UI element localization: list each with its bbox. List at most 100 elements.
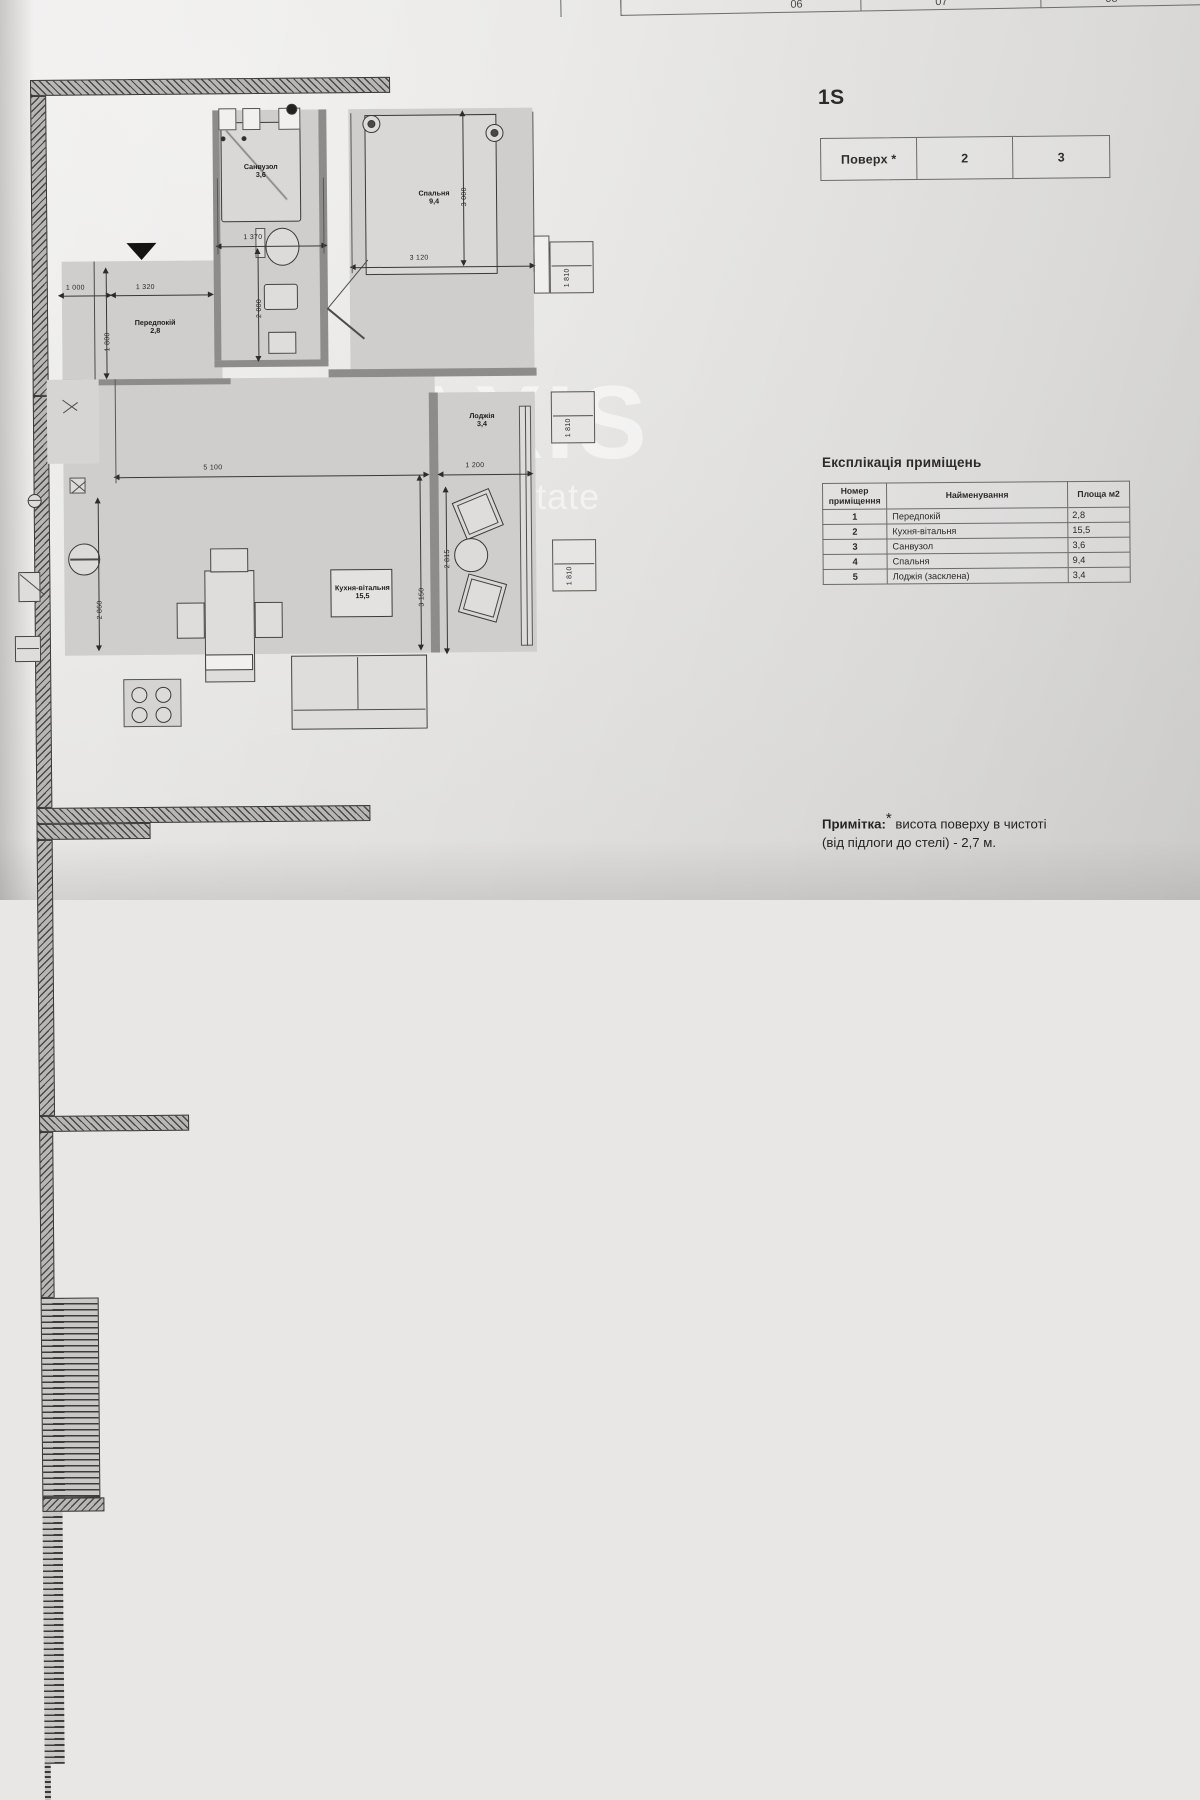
stove-burner-4 — [155, 706, 172, 723]
note-line-2: (від підлоги до стелі) - 2,7 м. — [822, 835, 997, 851]
dim-arrow-right — [527, 470, 534, 477]
row-name: Санвузол — [886, 537, 1069, 554]
row-name: Лоджія (засклена) — [887, 567, 1069, 584]
chair-left — [176, 602, 205, 639]
bath-fixture-dot-2 — [241, 136, 247, 142]
striped-partition — [42, 1511, 65, 1764]
stair-zone — [40, 1297, 101, 1498]
dimtext-bath-height: 2 000 — [255, 298, 264, 319]
bath-shelf-2 — [242, 107, 261, 131]
dim-arrow-up — [442, 486, 449, 493]
dimtext-entry-small: 1 000 — [65, 284, 85, 292]
dimtext-window-1: 1 810 — [563, 268, 571, 288]
row-area: 3,6 — [1067, 537, 1131, 553]
room-label-loggia: Лоджія 3,4 — [451, 411, 513, 430]
row-name: Передпокій — [886, 507, 1068, 524]
dim-arrow-left — [57, 292, 64, 299]
ceiling-fixture-bath — [286, 103, 298, 115]
photo-shadow-bottom — [0, 840, 1200, 900]
bath-fixture-dot-1 — [220, 136, 226, 142]
stove-burner-3 — [131, 706, 148, 724]
dimtext-bath-width: 1 370 — [243, 233, 263, 242]
col-header-name: Найменування — [886, 481, 1068, 509]
stove — [123, 678, 182, 728]
right-edge-strip — [44, 1763, 53, 1800]
note-line-1: Примітка:* висота поверху в чистоті — [822, 808, 1162, 834]
dim-arrow-down — [95, 645, 102, 652]
row-area: 9,4 — [1068, 552, 1131, 568]
top-strip-cell-07: 07 — [935, 0, 948, 9]
note-text-1: висота поверху в чистоті — [891, 816, 1047, 832]
sink — [263, 283, 299, 310]
sofa — [291, 654, 428, 730]
floor-table: Поверх * 2 3 — [820, 134, 1111, 181]
dimtext-bedroom-height: 3 000 — [460, 187, 469, 207]
stair-zone-top-wall — [42, 1497, 105, 1512]
dim-arrow-down — [443, 648, 451, 655]
dimtext-kitchen-height: 2 860 — [96, 600, 104, 620]
room-label-loggia-area: 3,4 — [476, 419, 488, 429]
row-area: 3,4 — [1068, 567, 1131, 583]
dimtext-kitchen-right: 3 150 — [418, 587, 426, 607]
dim-arrow-up — [459, 110, 466, 117]
room-label-bath: Санвузол 3,6 — [229, 162, 293, 181]
wall-hall-right — [39, 1131, 55, 1298]
wall-bottom — [36, 805, 371, 824]
wall-bottom-right — [36, 822, 151, 840]
dimtext-hall-height: 1 800 — [104, 332, 112, 352]
wall-right-upper — [30, 95, 49, 396]
dimtext-loggia-width: 1 200 — [465, 462, 485, 470]
dimtext-window-3: 1 810 — [566, 566, 574, 586]
balcony-door-kitchen — [205, 654, 254, 671]
floor-plan-drawing: Спальня 9,4 Санвузол 3,6 Передпокій 2,8 — [14, 75, 597, 1800]
witness-line-2 — [532, 111, 535, 272]
row-name: Кухня-вітальня — [886, 522, 1068, 539]
dim-arrow-right — [207, 291, 214, 298]
row-name: Спальня — [887, 552, 1069, 569]
entrance-marker-icon — [126, 242, 157, 261]
plan-code-title: 1S — [818, 86, 845, 109]
col-header-area: Площа м2 — [1067, 481, 1130, 508]
row-area: 2,8 — [1067, 507, 1130, 523]
room-label-bath-area: 3,6 — [255, 170, 266, 180]
room-label-bedroom: Спальня 9,4 — [399, 188, 469, 207]
bedroom-window — [533, 235, 550, 294]
chair-right — [254, 601, 283, 639]
chair-top — [210, 548, 249, 573]
wall-top — [30, 76, 391, 96]
partition-bedroom-bottom — [328, 367, 537, 378]
exploitation-table: Номер приміщення Найменування Площа м2 1… — [822, 480, 1131, 585]
exploitation-title: Експлікація приміщень — [822, 455, 982, 470]
col-header-number: Номер приміщення — [822, 482, 887, 510]
table-row: 5 Лоджія (засклена) 3,4 — [823, 567, 1131, 585]
row-number: 3 — [822, 538, 888, 555]
row-number: 5 — [823, 568, 888, 585]
dim-arrow-up — [416, 474, 423, 481]
window-right-mid — [550, 391, 596, 444]
left-fixture-line — [27, 499, 42, 502]
dim-arrow-up — [254, 247, 261, 255]
window-right-upper — [549, 241, 594, 294]
wardrobe-left — [46, 379, 100, 464]
bath-cabinet — [268, 331, 297, 354]
row-number: 2 — [822, 523, 887, 540]
dimtext-hall-width: 1 320 — [135, 283, 155, 292]
top-strip-cell-06: 06 — [790, 0, 803, 11]
row-number: 4 — [823, 553, 888, 570]
scanned-paper-background — [0, 0, 1200, 900]
dimtext-kitchen-width: 5 100 — [203, 464, 223, 472]
dimtext-bedroom-width: 3 120 — [409, 254, 429, 262]
dim-arrow-right — [423, 471, 430, 478]
note-star: * — [885, 810, 892, 827]
note-prefix: Примітка: — [822, 816, 886, 832]
table-header-row: Номер приміщення Найменування Площа м2 — [822, 481, 1130, 510]
dim-arrow-down — [103, 373, 110, 380]
note-block: Примітка:* висота поверху в чистоті (від… — [822, 808, 1162, 853]
wall-entry-top — [39, 1114, 190, 1132]
row-area: 15,5 — [1067, 522, 1130, 538]
dim-arrow-down — [255, 355, 262, 363]
ceiling-fixture-bedroom-left-inner — [367, 119, 376, 129]
room-label-kitchen-area: 15,5 — [355, 591, 370, 601]
stove-burner-1 — [131, 686, 148, 704]
wall-right-lower — [36, 839, 56, 1116]
